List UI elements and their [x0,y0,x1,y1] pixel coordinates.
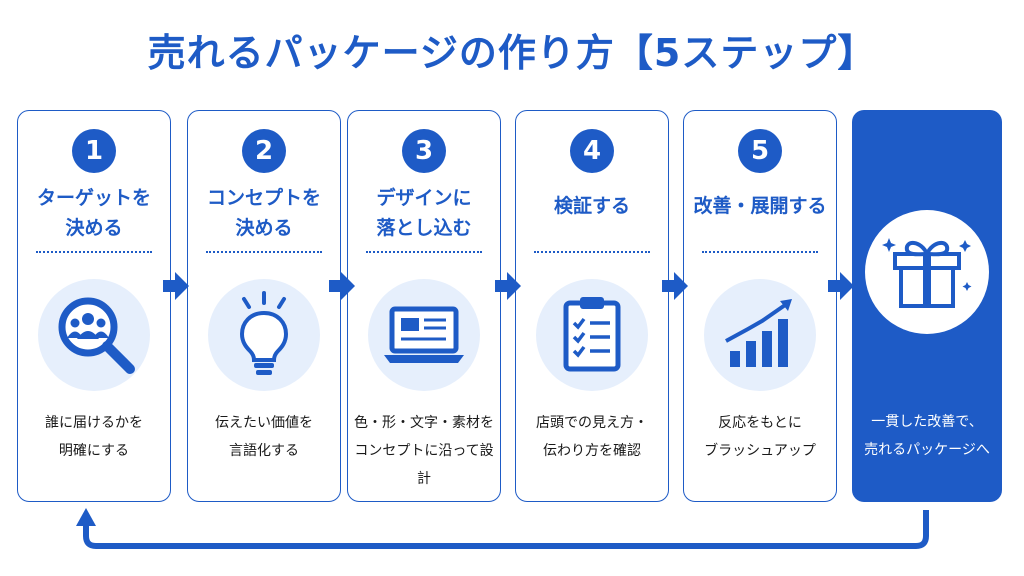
final-result-card: 一貫した改善で、 売れるパッケージへ [852,110,1002,502]
right-arrow-icon [329,272,355,300]
step-title-line1: 改善・展開する [693,195,827,217]
desc-line2: ブラッシュアップ [704,443,816,459]
step-title: ターゲットを 決める [18,183,170,243]
step-title: 改善・展開する [684,191,836,221]
desc-line2: 言語化する [229,443,299,459]
right-arrow-icon [662,272,688,300]
final-line2: 売れるパッケージへ [864,442,990,458]
step-description: 伝えたい価値を 言語化する [192,409,336,465]
step-title-line2: 決める [235,217,293,239]
step-title-line1: コンセプトを [206,187,321,209]
step-title: デザインに 落とし込む [348,183,500,243]
growth-chart-icon [704,279,816,391]
right-arrow-icon [828,272,854,300]
step-description: 誰に届けるかを 明確にする [22,409,166,465]
desc-line2: 明確にする [58,443,130,459]
step-card-5: 5 改善・展開する 反応をもとに ブラッシュアップ [683,110,837,502]
dotted-divider [534,251,650,253]
step-number-badge: 4 [570,129,614,173]
dotted-divider [36,251,152,253]
step-title: 検証する [516,191,668,221]
clipboard-checklist-icon [536,279,648,391]
target-search-icon [38,279,150,391]
desc-line1: 反応をもとに [718,415,802,431]
step-description: 色・形・文字・素材を コンセプトに沿って設計 [352,409,496,493]
lightbulb-icon [208,279,320,391]
step-title-line2: 落とし込む [376,217,472,239]
final-message: 一貫した改善で、 売れるパッケージへ [856,408,998,464]
desc-line2: コンセプトに沿って設計 [354,443,494,487]
dotted-divider [206,251,322,253]
step-title-line1: 検証する [553,195,630,217]
step-title-line1: デザインに [376,187,472,209]
desc-line2: 伝わり方を確認 [543,443,641,459]
desc-line1: 伝えたい価値を [215,415,313,431]
step-card-4: 4 検証する 店頭での見え方・ 伝わり方を確認 [515,110,669,502]
step-title-line2: 決める [65,217,123,239]
step-card-2: 2 コンセプトを 決める 伝えたい価値を 言語化する [187,110,341,502]
desc-line1: 店頭での見え方・ [536,415,648,431]
step-number-badge: 5 [738,129,782,173]
step-title-line1: ターゲットを [36,187,151,209]
step-card-3: 3 デザインに 落とし込む 色・形・文字・素材を コンセプトに沿って設計 [347,110,501,502]
step-number-badge: 3 [402,129,446,173]
right-arrow-icon [495,272,521,300]
step-number-badge: 1 [72,129,116,173]
step-description: 店頭での見え方・ 伝わり方を確認 [520,409,664,465]
dotted-divider [366,251,482,253]
step-description: 反応をもとに ブラッシュアップ [688,409,832,465]
right-arrow-icon [163,272,189,300]
laptop-icon [368,279,480,391]
gift-box-icon [865,210,989,334]
page-title: 売れるパッケージの作り方【5ステップ】 [147,31,877,75]
step-number-badge: 2 [242,129,286,173]
step-title: コンセプトを 決める [188,183,340,243]
dotted-divider [702,251,818,253]
desc-line1: 色・形・文字・素材を [354,415,494,431]
step-card-1: 1 ターゲットを 決める 誰に届けるかを 明確にする [17,110,171,502]
final-line1: 一貫した改善で、 [871,414,983,430]
desc-line1: 誰に届けるかを [45,415,143,431]
